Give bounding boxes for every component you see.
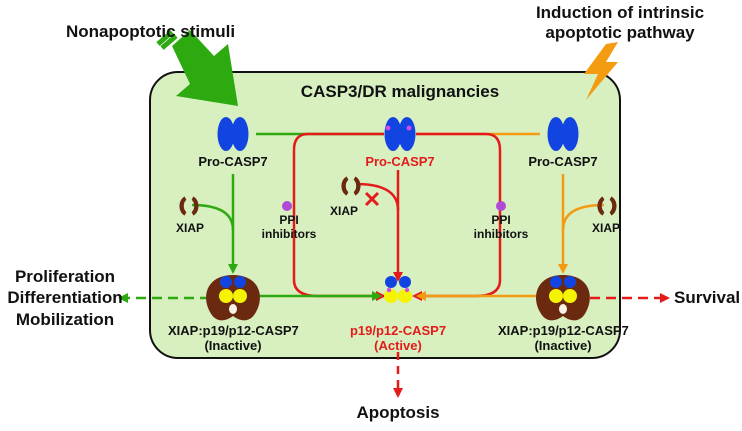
- xiap-right-label: XIAP: [592, 221, 621, 235]
- nonapoptotic-label: Nonapoptotic stimuli: [66, 22, 236, 41]
- pathway-box: [149, 71, 621, 359]
- outcome-left-line1: Proliferation: [14, 267, 116, 286]
- box-title: CASP3/DR malignancies: [300, 82, 500, 101]
- ppi-right-line1: PPI: [491, 213, 511, 227]
- center-xiap-curve: [355, 182, 400, 211]
- pro-casp7-center-dot: [385, 125, 391, 131]
- complex-left-icon: [206, 275, 260, 321]
- complex-left-line1: XIAP:p19/p12-CASP7: [168, 323, 299, 338]
- complex-left-label: XIAP:p19/p12-CASP7 (Inactive): [168, 323, 299, 354]
- complex-right-icon: [536, 275, 590, 321]
- green-arrow-icon: [156, 30, 238, 106]
- ppi-left-line1: PPI: [279, 213, 299, 227]
- active-label-line1: p19/p12-CASP7: [349, 323, 447, 338]
- outcome-left-label: Proliferation Differentiation Mobilizati…: [0, 266, 130, 330]
- pro-casp7-center-dot: [406, 125, 412, 131]
- lightning-bolt-icon: [584, 42, 618, 100]
- outcome-left-line3: Mobilization: [15, 309, 115, 329]
- complex-right-line1: XIAP:p19/p12-CASP7: [498, 323, 629, 338]
- ppi-right-label: PPI inhibitors: [466, 213, 536, 242]
- complex-right-line2: (Inactive): [534, 337, 592, 353]
- ppi-dot-left: [282, 201, 292, 211]
- active-casp7-icon: [384, 276, 412, 303]
- xiap-center-label: XIAP: [330, 204, 359, 218]
- ppi-right-line2: inhibitors: [473, 226, 529, 241]
- block-mark-icon: [364, 191, 380, 207]
- intrinsic-label-line1: Induction of intrinsic: [535, 3, 705, 22]
- pro-casp7-left-label: Pro-CASP7: [198, 154, 268, 169]
- complex-right-label: XIAP:p19/p12-CASP7 (Inactive): [498, 323, 629, 354]
- complex-left-line2: (Inactive): [204, 337, 262, 353]
- intrinsic-label-line2: apoptotic pathway: [545, 22, 695, 42]
- pro-casp7-center-label: Pro-CASP7: [365, 154, 435, 169]
- ppi-left-label: PPI inhibitors: [254, 213, 324, 242]
- ppi-left-line2: inhibitors: [261, 226, 317, 241]
- active-label: p19/p12-CASP7 (Active): [343, 323, 453, 354]
- intrinsic-label: Induction of intrinsic apoptotic pathway: [520, 3, 720, 42]
- xiap-left-label: XIAP: [176, 221, 205, 235]
- pro-casp7-right-label: Pro-CASP7: [528, 154, 598, 169]
- outcome-bottom-label: Apoptosis: [356, 403, 440, 422]
- outcome-left-line2: Differentiation: [7, 288, 123, 308]
- active-label-line2: (Active): [374, 337, 422, 353]
- ppi-dot-right: [496, 201, 506, 211]
- outcome-right-label: Survival: [674, 288, 741, 307]
